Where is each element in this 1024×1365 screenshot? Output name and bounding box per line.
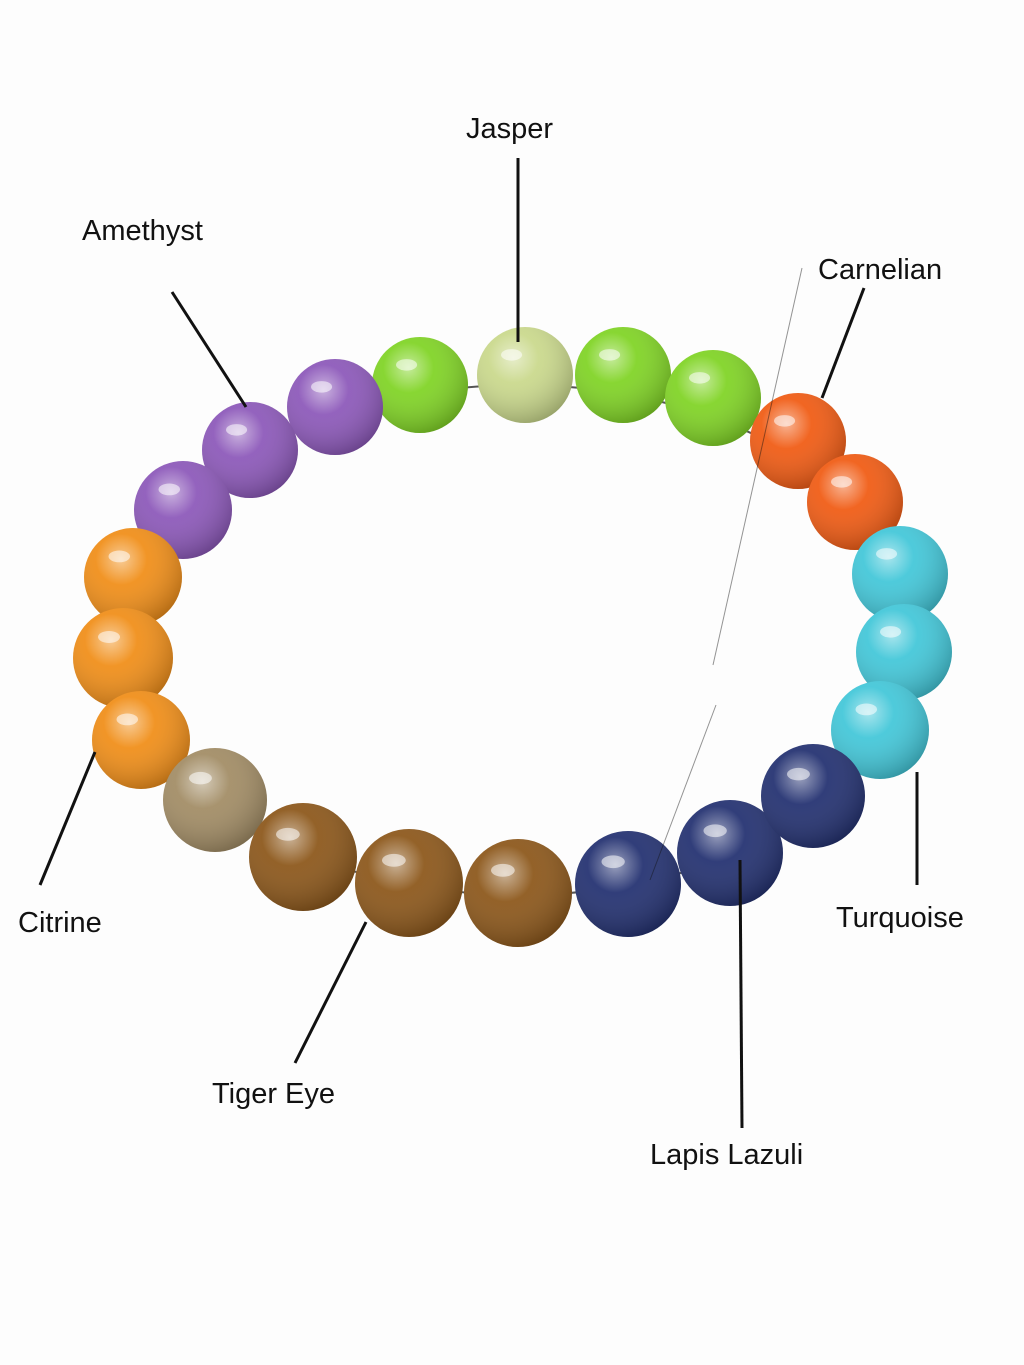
bead-shading [163, 748, 267, 852]
bead-group [73, 327, 952, 947]
bead-shading [73, 608, 173, 708]
bead-highlight [98, 631, 120, 643]
bead-shading [84, 528, 182, 626]
callout-lines [38, 158, 919, 1129]
bead-shading [831, 681, 929, 779]
bead-highlight [855, 703, 878, 716]
bead-shading [575, 327, 671, 423]
label-carnelian: Carnelian [818, 254, 942, 286]
bead-shading [852, 526, 948, 622]
bead-highlight [787, 767, 810, 781]
bead-highlight [689, 372, 711, 384]
bead-shading [202, 402, 298, 498]
bead-highlight [601, 855, 625, 869]
bead-highlight [501, 349, 523, 361]
bead-shading [750, 393, 846, 489]
callout-line-carnelian [820, 287, 866, 399]
bead-highlight [158, 483, 181, 496]
bead-highlight [276, 827, 300, 841]
bead-shading [807, 454, 903, 550]
bead-highlight [108, 550, 131, 563]
callout-line-tiger-eye [293, 921, 368, 1064]
bead-shading [575, 831, 681, 937]
bead-highlight [876, 548, 898, 560]
callout-line-amethyst [170, 291, 248, 408]
bead-highlight [116, 713, 139, 726]
bead-shading [134, 461, 232, 559]
bead-highlight [311, 381, 333, 393]
bead-shading [464, 839, 572, 947]
bead-shading [92, 691, 190, 789]
label-citrine: Citrine [18, 907, 102, 939]
bead-highlight [396, 359, 418, 371]
bead-highlight [382, 853, 406, 867]
label-tiger-eye: Tiger Eye [212, 1078, 335, 1110]
bead-shading [761, 744, 865, 848]
callout-line-citrine [38, 751, 97, 886]
bead-shading [249, 803, 357, 911]
bead-shading [372, 337, 468, 433]
bead-highlight [703, 824, 727, 838]
label-lapis-lazuli: Lapis Lazuli [650, 1139, 803, 1171]
bead-shading [355, 829, 463, 937]
label-jasper: Jasper [466, 113, 553, 145]
bead-shading [477, 327, 573, 423]
bead-highlight [491, 863, 515, 877]
callout-line-faint-lower [649, 704, 717, 881]
callout-line-lapis-lazuli [738, 859, 744, 1129]
bead-highlight [831, 476, 853, 488]
bead-shading [665, 350, 761, 446]
bead-highlight [880, 626, 902, 638]
bead-highlight [226, 424, 248, 436]
bead-shading [287, 359, 383, 455]
bead-highlight [599, 349, 621, 361]
label-turquoise: Turquoise [836, 902, 964, 934]
bead-highlight [774, 415, 796, 427]
bead-shading [677, 800, 783, 906]
label-amethyst: Amethyst [82, 215, 203, 247]
bead-shading [856, 604, 952, 700]
bead-highlight [189, 771, 212, 785]
callout-line-lapis-lazuli-faint [712, 267, 803, 666]
